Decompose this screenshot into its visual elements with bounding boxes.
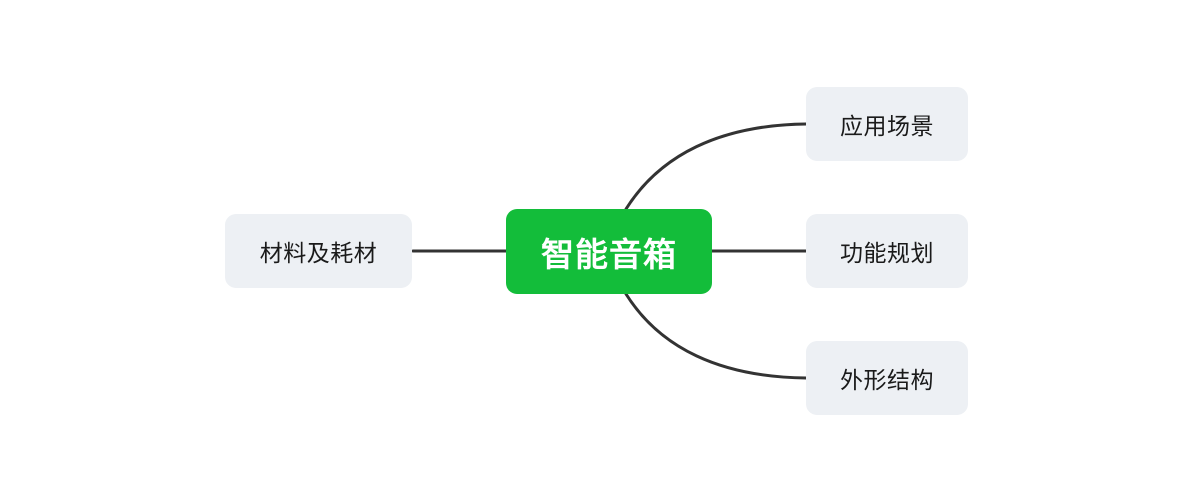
branch-label-features: 功能规划 [840,241,934,267]
central-topic-node[interactable]: 智能音箱 [506,209,712,294]
branch-label-scenarios: 应用场景 [840,114,934,140]
branch-node-features[interactable]: 功能规划 [806,214,968,288]
branch-node-materials[interactable]: 材料及耗材 [225,214,412,288]
branch-node-structure[interactable]: 外形结构 [806,341,968,415]
central-topic-label: 智能音箱 [541,234,677,274]
connector-right-top [624,122,808,211]
branch-label-materials: 材料及耗材 [259,241,378,267]
branch-node-scenarios[interactable]: 应用场景 [806,87,968,161]
connector-right-bottom [624,292,808,380]
branch-label-structure: 外形结构 [840,368,934,394]
